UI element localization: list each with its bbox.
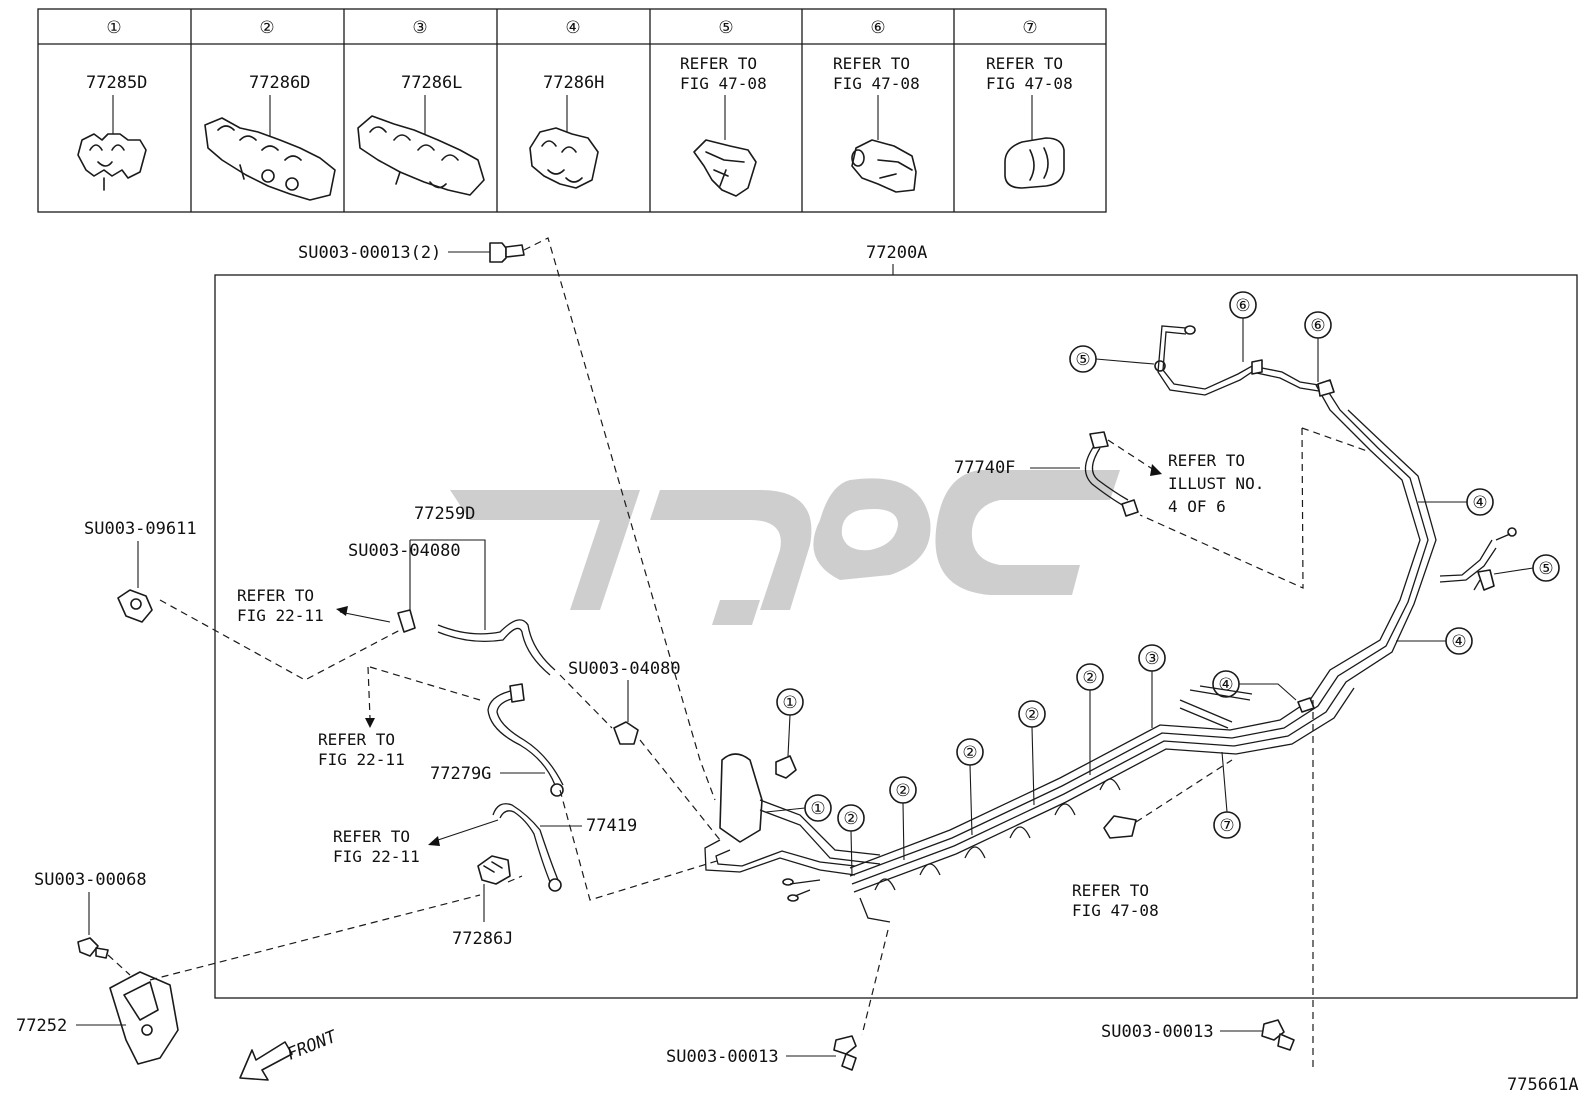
callout-6-b: ⑥ — [1310, 316, 1325, 336]
legend-ref-7-line1: REFER TO — [986, 54, 1063, 73]
legend-num-1: ① — [106, 18, 121, 38]
ref-fig2211-a-line2: FIG 22-11 — [237, 606, 324, 625]
ref-fig2211-b-line2: FIG 22-11 — [318, 750, 405, 769]
legend-num-7: ⑦ — [1022, 18, 1037, 38]
legend-table: ① ② ③ ④ ⑤ ⑥ ⑦ 77285D 77286D 77286L 77286… — [37, 8, 1107, 213]
legend-ref-6-line1: REFER TO — [833, 54, 910, 73]
legend-ref-5-line2: FIG 47-08 — [680, 74, 767, 93]
callout-1-lower: ① — [810, 799, 825, 819]
ref-fig2211-b-line1: REFER TO — [318, 730, 395, 749]
legend-code-3: 77286L — [401, 73, 462, 93]
label-SU003-09611: SU003-09611 — [84, 519, 197, 539]
legend-ref-6-line2: FIG 47-08 — [833, 74, 920, 93]
bracket-77252: SU003-00068 77252 — [16, 870, 481, 1065]
legend-num-6: ⑥ — [870, 18, 885, 38]
legend-num-5: ⑤ — [718, 18, 733, 38]
label-SU003-00013-bottom: SU003-00013 — [666, 1047, 779, 1067]
legend-ref-7-line2: FIG 47-08 — [986, 74, 1073, 93]
clip-SU003-09611: SU003-09611 — [84, 519, 401, 681]
connector-77286J: 77286J — [452, 855, 523, 949]
callout-1-upper: ① — [782, 693, 797, 713]
ref-illust-line3: 4 OF 6 — [1168, 497, 1226, 516]
label-77279G: 77279G — [430, 764, 491, 784]
legend-code-2: 77286D — [249, 73, 310, 93]
callout-2-e: ② — [1082, 668, 1097, 688]
bolt-top-label: SU003-00013(2) — [298, 243, 441, 263]
callout-7: ⑦ — [1219, 816, 1234, 836]
label-77286J: 77286J — [452, 929, 513, 949]
label-SU003-04080-b: SU003-04080 — [568, 659, 681, 679]
label-77259D: 77259D — [414, 504, 475, 524]
clip-ref6-icon — [851, 95, 917, 193]
callout-5-upper: ⑤ — [1075, 350, 1090, 370]
callout-2-d: ② — [1024, 705, 1039, 725]
clip-77286H-icon — [529, 95, 599, 189]
ref-illust-line1: REFER TO — [1168, 451, 1245, 470]
clip-77286D-icon — [204, 95, 336, 201]
clip-77285D-icon — [77, 95, 147, 191]
ref-illust-line2: ILLUST NO. — [1168, 474, 1264, 493]
callouts: ① ① ② ② ② ② ② ③ ④ ④ ④ — [765, 291, 1560, 876]
ref-fig4708-line1: REFER TO — [1072, 881, 1149, 900]
callout-4-c: ④ — [1472, 493, 1487, 513]
callout-4-b: ④ — [1451, 632, 1466, 652]
pipe-77419: 77419 REFER TO FIG 22-11 — [333, 803, 637, 892]
label-77740F: 77740F — [954, 458, 1015, 478]
legend-ref-5-line1: REFER TO — [680, 54, 757, 73]
legend-num-2: ② — [259, 18, 274, 38]
pipe-77279G: REFER TO FIG 22-11 77279G — [318, 666, 564, 797]
callout-3: ③ — [1144, 649, 1159, 669]
legend-code-1: 77285D — [86, 73, 147, 93]
label-SU003-00068: SU003-00068 — [34, 870, 147, 890]
watermark — [450, 470, 1120, 625]
label-SU003-04080-a: SU003-04080 — [348, 541, 461, 561]
legend-num-4: ④ — [565, 18, 580, 38]
ref-fig4708-line2: FIG 47-08 — [1072, 901, 1159, 920]
bolt-right: SU003-00013 — [1101, 1019, 1295, 1051]
ref-fig2211-c-line1: REFER TO — [333, 827, 410, 846]
callout-2-b: ② — [895, 781, 910, 801]
assembly-label: 77200A — [866, 243, 927, 263]
clip-ref5-icon — [693, 95, 757, 197]
ref-fig2211-a-line1: REFER TO — [237, 586, 314, 605]
bolt-bottom: SU003-00013 — [666, 929, 889, 1071]
callout-4-a: ④ — [1218, 675, 1233, 695]
figure-id: 775661A — [1507, 1075, 1579, 1095]
clip-ref7-icon — [1004, 95, 1065, 189]
label-77252: 77252 — [16, 1016, 67, 1036]
clip-77286L-icon — [357, 95, 485, 196]
bolt-top: SU003-00013(2) — [298, 237, 716, 801]
callout-5-right: ⑤ — [1538, 559, 1553, 579]
assembly-frame: 77200A — [214, 243, 1578, 999]
clip-SU003-04080-b: SU003-04080 — [559, 659, 721, 901]
front-arrow: FRONT — [239, 1026, 341, 1081]
legend-num-3: ③ — [412, 18, 427, 38]
ref-fig2211-c-line2: FIG 22-11 — [333, 847, 420, 866]
label-SU003-00013-right: SU003-00013 — [1101, 1022, 1214, 1042]
ref-fig4708-block: REFER TO FIG 47-08 — [1072, 759, 1233, 920]
callout-2-a: ② — [843, 809, 858, 829]
pipe-77740F: 77740F REFER TO ILLUST NO. 4 OF 6 — [954, 431, 1264, 517]
front-label: FRONT — [284, 1026, 341, 1064]
legend-code-4: 77286H — [543, 73, 604, 93]
callout-6-a: ⑥ — [1235, 296, 1250, 316]
upper-right-pipes — [1139, 325, 1517, 1070]
main-pipe-bundle — [704, 384, 1437, 923]
pipe-77259D: 77259D SU003-04080 REFER TO FIG 22-11 — [237, 504, 556, 676]
label-77419: 77419 — [586, 816, 637, 836]
callout-2-c: ② — [962, 743, 977, 763]
